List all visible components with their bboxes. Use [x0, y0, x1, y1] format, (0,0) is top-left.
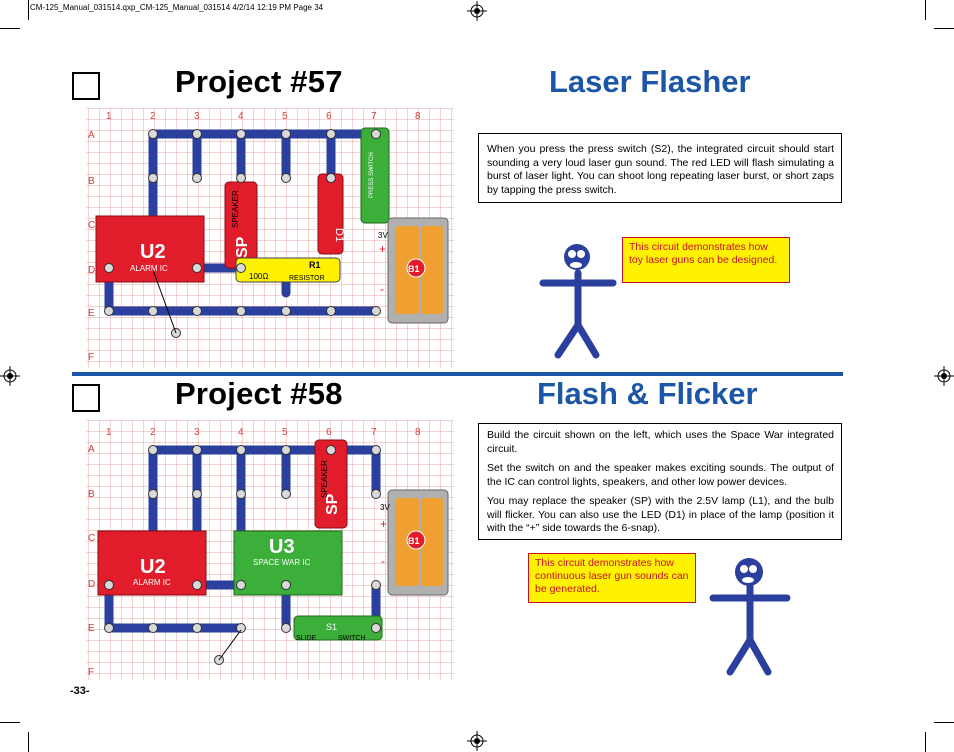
- grid-row-label: F: [88, 352, 94, 363]
- speaker-sp: [314, 439, 348, 529]
- svg-text:S1: S1: [326, 622, 337, 632]
- u3-sublabel: SPACE WAR IC: [253, 558, 311, 567]
- svg-text:D1: D1: [333, 228, 345, 242]
- svg-text:-: -: [381, 554, 385, 568]
- svg-text:B1: B1: [408, 264, 420, 274]
- u3-label: U3: [269, 536, 295, 558]
- registration-mark-icon: [467, 731, 487, 751]
- project-58-paragraph: Build the circuit shown on the left, whi…: [487, 429, 834, 455]
- svg-text:RESISTOR: RESISTOR: [289, 275, 325, 282]
- grid-col-label: 5: [282, 111, 288, 122]
- grid-row-label: D: [88, 579, 95, 590]
- grid-col-label: 7: [371, 427, 377, 438]
- grid-row-label: A: [88, 444, 95, 455]
- mascot-stick-figure-icon: [539, 244, 617, 359]
- crop-mark: [925, 0, 926, 20]
- svg-text:B1: B1: [408, 536, 420, 546]
- project-57-description-box: When you press the press switch (S2), th…: [478, 133, 842, 203]
- grid-col-label: 3: [194, 111, 200, 122]
- print-slug-line: CM-125_Manual_031514.qxp_CM-125_Manual_0…: [30, 3, 324, 12]
- grid-row-label: B: [88, 489, 95, 500]
- grid-col-label: 1: [106, 427, 112, 438]
- crop-mark: [28, 732, 29, 752]
- grid-row-label: E: [88, 623, 95, 634]
- svg-text:SP: SP: [324, 493, 341, 515]
- press-switch-s2: [360, 127, 390, 224]
- grid-col-label: 1: [106, 111, 112, 122]
- resistor-r1: [235, 257, 341, 283]
- project-57-speech-bubble: This circuit demonstrates how toy laser …: [622, 237, 790, 283]
- grid-row-label: E: [88, 308, 95, 319]
- registration-mark-icon: [0, 366, 20, 386]
- project-58-checkbox[interactable]: [72, 384, 100, 412]
- grid-row-label: D: [88, 265, 95, 276]
- svg-text:SWITCH: SWITCH: [338, 635, 366, 642]
- grid-col-label: 4: [238, 111, 244, 122]
- grid-row-label: B: [88, 176, 95, 187]
- crop-mark: [925, 732, 926, 752]
- grid-row-label: C: [88, 533, 95, 544]
- svg-text:3V: 3V: [378, 231, 388, 240]
- project-57-title: Laser Flasher: [549, 64, 751, 99]
- svg-text:100Ω: 100Ω: [249, 272, 268, 281]
- project-58-circuit-diagram: 1 2 3 4 5 6 7 8 A B C D E F U2 ALARM IC …: [86, 420, 454, 680]
- u2-alarm-ic: [95, 215, 205, 283]
- project-57-number: Project #57: [175, 64, 343, 99]
- crop-mark: [0, 722, 20, 723]
- u2-alarm-ic: [97, 530, 207, 596]
- registration-mark-icon: [467, 1, 487, 21]
- project-58-paragraph: Set the switch on and the speaker makes …: [487, 462, 834, 488]
- u2-sublabel: ALARM IC: [133, 578, 171, 587]
- crop-mark: [934, 28, 954, 29]
- svg-text:-: -: [380, 282, 384, 296]
- svg-text:SP: SP: [234, 236, 251, 258]
- section-divider: [72, 372, 843, 376]
- project-58-title: Flash & Flicker: [537, 376, 758, 411]
- project-58-speech-bubble: This circuit demonstrates how continuous…: [528, 553, 696, 603]
- grid-col-label: 8: [415, 111, 421, 122]
- slide-switch-s1: [293, 615, 383, 641]
- grid-col-label: 4: [238, 427, 244, 438]
- grid-row-label: F: [88, 667, 94, 678]
- svg-text:SPEAKER: SPEAKER: [320, 460, 329, 498]
- u2-label: U2: [140, 556, 166, 578]
- grid-col-label: 6: [326, 111, 332, 122]
- project-57-circuit-diagram: 1 2 3 4 5 6 7 8 A B C D E F U2 ALARM IC …: [86, 108, 454, 368]
- grid-col-label: 7: [371, 111, 377, 122]
- grid-col-label: 5: [282, 427, 288, 438]
- crop-mark: [0, 28, 20, 29]
- svg-text:+: +: [379, 242, 386, 256]
- svg-text:R1: R1: [309, 260, 321, 270]
- grid-col-label: 6: [326, 427, 332, 438]
- mascot-stick-figure-icon: [709, 558, 791, 676]
- project-58-description-box: Build the circuit shown on the left, whi…: [478, 423, 842, 540]
- u2-sublabel: ALARM IC: [130, 264, 168, 273]
- grid-row-label: C: [88, 220, 95, 231]
- svg-text:SPEAKER: SPEAKER: [231, 190, 240, 228]
- grid-row-label: A: [88, 130, 95, 141]
- page-number: -33-: [70, 685, 90, 697]
- registration-mark-icon: [934, 366, 954, 386]
- u2-label: U2: [140, 241, 166, 263]
- project-58-paragraph: You may replace the speaker (SP) with th…: [487, 495, 834, 534]
- grid-col-label: 8: [415, 427, 421, 438]
- project-57-checkbox[interactable]: [72, 72, 100, 100]
- crop-mark: [28, 0, 29, 20]
- project-57-description: When you press the press switch (S2), th…: [487, 143, 834, 196]
- project-58-number: Project #58: [175, 376, 343, 411]
- crop-mark: [934, 722, 954, 723]
- grid-col-label: 3: [194, 427, 200, 438]
- grid-col-label: 2: [150, 427, 156, 438]
- grid-col-label: 2: [150, 111, 156, 122]
- svg-text:3V: 3V: [380, 503, 390, 512]
- svg-text:SLIDE: SLIDE: [296, 635, 317, 642]
- svg-text:+: +: [380, 517, 387, 531]
- svg-text:PRESS SWITCH: PRESS SWITCH: [369, 152, 375, 198]
